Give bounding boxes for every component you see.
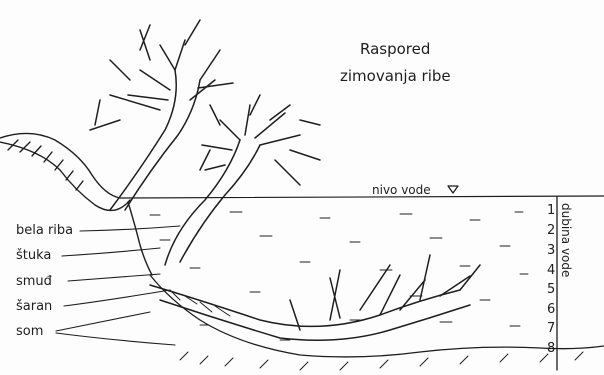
water-surface-line <box>120 196 604 198</box>
fish-label-smud: smuđ <box>16 274 53 289</box>
river-bottom <box>150 275 604 370</box>
leader-line-stuka <box>62 248 160 256</box>
depth-tick: 8 <box>547 341 555 356</box>
title-line-1: Raspored <box>360 40 430 58</box>
depth-tick: 3 <box>547 243 555 258</box>
depth-scale: 1 2 3 4 5 6 7 8 dubina vode <box>547 197 573 370</box>
depth-tick: 7 <box>547 321 555 336</box>
depth-tick: 1 <box>547 203 555 218</box>
depth-tick: 6 <box>547 302 555 317</box>
leader-line-som-1 <box>56 312 150 331</box>
fish-label-saran: šaran <box>16 299 52 314</box>
fish-label-stuka: štuka <box>16 248 51 263</box>
fish-label-som: som <box>16 324 43 339</box>
depth-axis-label: dubina vode <box>559 203 573 277</box>
depth-tick: 2 <box>547 223 555 238</box>
title-line-2: zimovanja ribe <box>340 67 451 85</box>
water-body <box>120 196 604 340</box>
depth-tick: 4 <box>547 263 555 278</box>
water-level-label: nivo vode <box>372 183 431 197</box>
leader-line-saran <box>64 290 170 306</box>
fish-label-bela-riba: bela riba <box>16 223 73 238</box>
depth-tick: 5 <box>547 282 555 297</box>
leader-line-bela-riba <box>80 226 180 231</box>
leader-line-som-2 <box>56 333 175 345</box>
leader-line-smud <box>68 274 160 281</box>
fish-labels: bela riba štuka smuđ šaran som <box>16 223 180 345</box>
water-level-marker-icon <box>448 186 458 193</box>
